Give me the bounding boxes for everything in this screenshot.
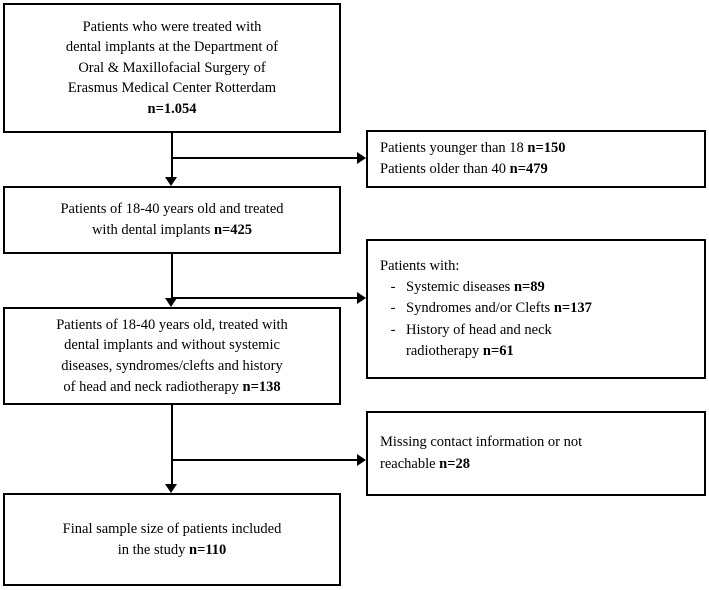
flow-box-all-patients-content: Patients who were treated with dental im… xyxy=(5,17,339,120)
arrowhead-all-to-excluded-age xyxy=(357,152,366,164)
flow-box-excluded-age-content: Patients younger than 18 n=150 Patients … xyxy=(368,138,704,180)
arrowhead-age-to-excluded-disease xyxy=(357,292,366,304)
excluded-age-line-1: Patients younger than 18 n=150 xyxy=(380,138,692,159)
excluded-disease-bullet-2-text: Syndromes and/or Clefts xyxy=(406,300,554,317)
flow-box-age-filtered: Patients of 18-40 years old and treated … xyxy=(3,186,341,254)
excluded-disease-bullet-3-text: History of head and neck radiotherapy xyxy=(406,321,552,359)
flow-box-final-sample-content: Final sample size of patients included i… xyxy=(5,519,339,560)
flow-box-healthy-filtered-text: Patients of 18-40 years old, treated wit… xyxy=(56,316,288,395)
flow-box-excluded-age: Patients younger than 18 n=150 Patients … xyxy=(366,130,706,188)
flow-box-healthy-filtered: Patients of 18-40 years old, treated wit… xyxy=(3,307,341,405)
connector-v-healthy-to-final xyxy=(171,405,173,484)
excluded-missing-line-1-text: Missing contact information or not reach… xyxy=(380,434,583,472)
flow-box-healthy-filtered-count: n=138 xyxy=(242,378,281,395)
flow-box-healthy-filtered-content: Patients of 18-40 years old, treated wit… xyxy=(5,315,339,397)
flow-box-age-filtered-text: Patients of 18-40 years old and treated … xyxy=(60,201,284,238)
flow-box-final-sample-text: Final sample size of patients included i… xyxy=(62,520,282,558)
excluded-age-line-2-text: Patients older than 40 xyxy=(380,161,510,177)
connector-v-all-to-age xyxy=(171,133,173,177)
excluded-disease-bullet-1-body: Systemic diseases n=89 xyxy=(406,277,692,298)
excluded-disease-bullet-1-text: Systemic diseases xyxy=(406,279,514,296)
arrowhead-healthy-to-final xyxy=(165,484,177,493)
excluded-age-line-1-text: Patients younger than 18 xyxy=(380,139,528,156)
bullet-dash-icon: - xyxy=(390,300,396,317)
bullet-dash-icon: - xyxy=(390,279,396,296)
flow-box-final-sample: Final sample size of patients included i… xyxy=(3,493,341,586)
flow-box-all-patients: Patients who were treated with dental im… xyxy=(3,3,341,133)
flow-box-excluded-missing: Missing contact information or not reach… xyxy=(366,411,706,496)
excluded-disease-bullet-2-body: Syndromes and/or Clefts n=137 xyxy=(406,298,692,319)
connector-v-age-to-healthy xyxy=(171,254,173,298)
excluded-disease-heading: Patients with: xyxy=(380,258,460,275)
excluded-missing-line-1: Missing contact information or not reach… xyxy=(380,432,692,474)
excluded-age-line-2-count: n=479 xyxy=(509,161,548,177)
excluded-age-line-1-count: n=150 xyxy=(527,139,566,156)
excluded-disease-bullet-2-count: n=137 xyxy=(553,300,592,317)
connector-h-age-to-excluded-disease xyxy=(171,297,357,299)
excluded-disease-bullet-1: - Systemic diseases n=89 xyxy=(380,277,692,298)
flow-box-age-filtered-count: n=425 xyxy=(213,222,253,238)
flow-box-excluded-disease-content: Patients with: - Systemic diseases n=89 … xyxy=(368,256,704,361)
excluded-disease-bullet-2: - Syndromes and/or Clefts n=137 xyxy=(380,298,692,319)
excluded-disease-bullet-1-count: n=89 xyxy=(513,279,545,296)
excluded-disease-bullet-3: - History of head and neck radiotherapy … xyxy=(380,320,692,362)
connector-h-healthy-to-excluded-missing xyxy=(171,459,357,461)
bullet-dash-icon: - xyxy=(390,321,396,338)
arrowhead-healthy-to-excluded-missing xyxy=(357,454,366,466)
excluded-disease-bullet-3-count: n=61 xyxy=(482,342,514,359)
flow-box-excluded-disease: Patients with: - Systemic diseases n=89 … xyxy=(366,239,706,379)
connector-h-all-to-excluded-age xyxy=(171,157,357,159)
arrowhead-all-to-age xyxy=(165,177,177,186)
arrowhead-age-to-healthy xyxy=(165,298,177,307)
excluded-missing-line-1-count: n=28 xyxy=(439,455,470,472)
flow-box-age-filtered-content: Patients of 18-40 years old and treated … xyxy=(5,199,339,240)
flow-box-all-patients-text: Patients who were treated with dental im… xyxy=(65,18,279,97)
flow-box-all-patients-count: n=1.054 xyxy=(147,100,197,117)
flow-box-final-sample-count: n=110 xyxy=(189,541,227,558)
excluded-disease-bullet-3-body: History of head and neck radiotherapy n=… xyxy=(406,320,692,362)
excluded-age-line-2: Patients older than 40 n=479 xyxy=(380,159,692,180)
flow-box-excluded-missing-content: Missing contact information or not reach… xyxy=(368,432,704,474)
